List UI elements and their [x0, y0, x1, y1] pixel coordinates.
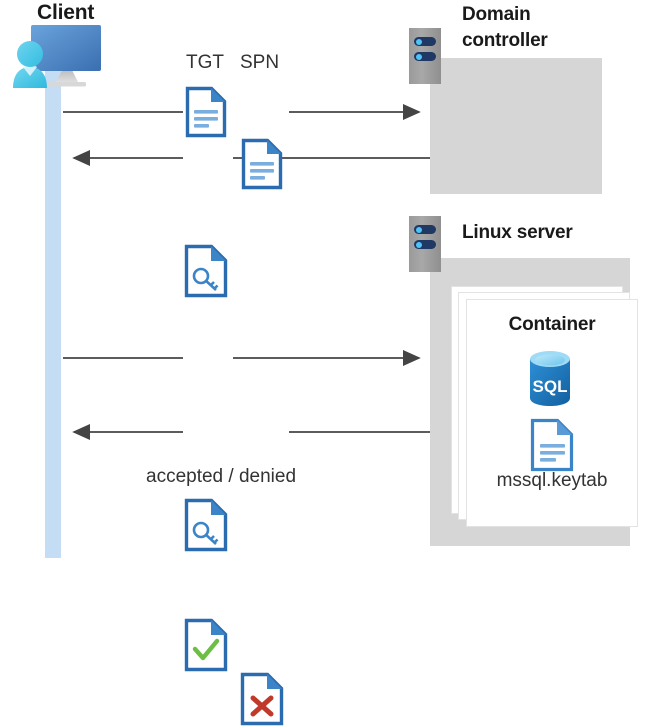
- sql-database-icon: SQL: [518, 347, 582, 416]
- server-rack-icon: [409, 216, 441, 272]
- accepted-denied-label: accepted / denied: [146, 466, 297, 487]
- key-document-icon: [184, 244, 660, 298]
- text-document-icon: [530, 418, 574, 477]
- domain-controller-panel: [430, 58, 602, 194]
- spn-label: SPN: [240, 52, 280, 73]
- client-lifeline: [45, 66, 61, 558]
- server-rack-icon: [409, 28, 441, 84]
- client-title: Client: [37, 1, 95, 24]
- text-document-icon: [241, 138, 660, 190]
- domain-controller-title-line2: controller: [462, 30, 548, 51]
- domain-controller-title: Domain controller: [462, 2, 632, 54]
- linux-server-title: Linux server: [462, 222, 573, 243]
- key-document-icon: [184, 498, 660, 552]
- denied-document-icon: [240, 672, 660, 726]
- sql-label: SQL: [533, 377, 568, 396]
- domain-controller-title-line1: Domain: [462, 4, 531, 25]
- tgt-label: TGT: [186, 52, 224, 73]
- container-title: Container: [508, 314, 596, 335]
- user-monitor-icon: [8, 22, 112, 88]
- keytab-filename-label: mssql.keytab: [496, 470, 608, 491]
- accepted-document-icon: [184, 618, 660, 672]
- container-card-front[interactable]: Container SQL: [466, 299, 638, 527]
- text-document-icon: [185, 86, 660, 138]
